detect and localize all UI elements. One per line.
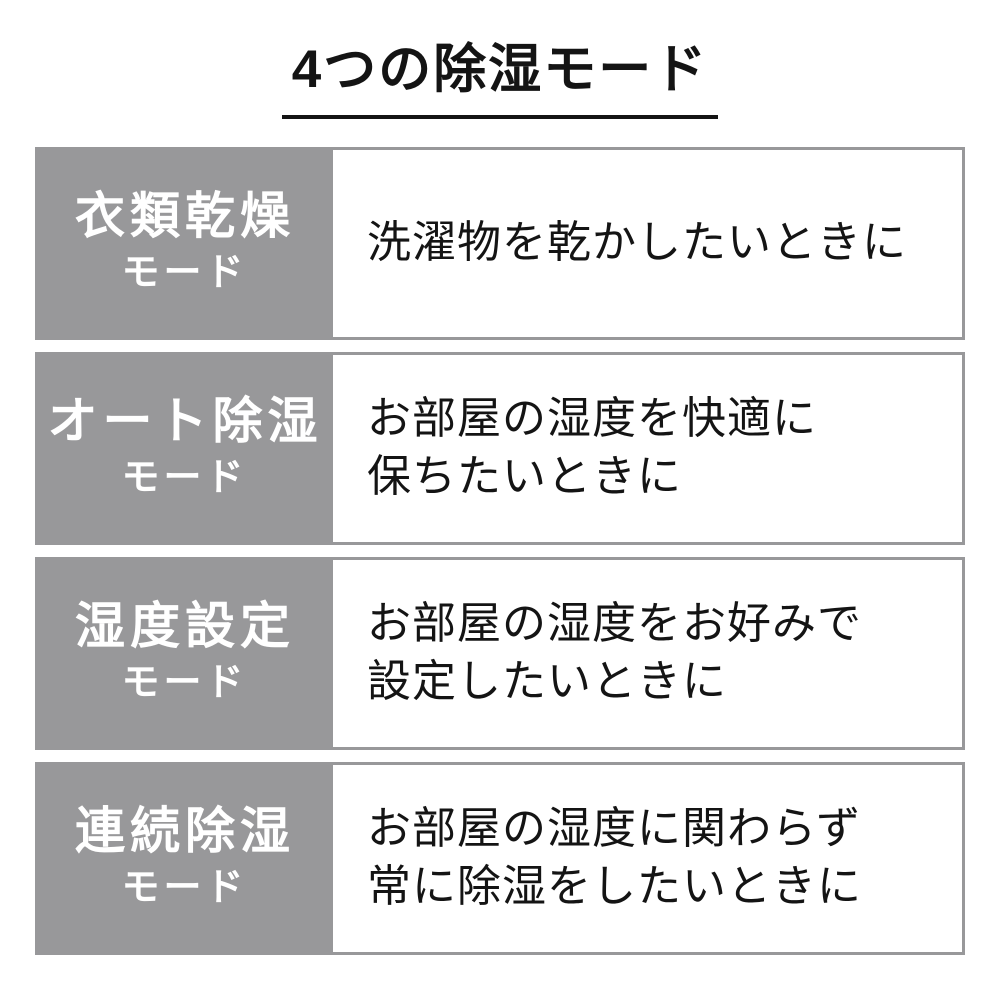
mode-name: 湿度設定 xyxy=(75,597,295,654)
mode-description-box: お部屋の湿度に関わらず 常に除湿をしたいときに xyxy=(330,761,965,955)
mode-table: 衣類乾燥 モード 洗濯物を乾かしたいときに オート除湿 モード お部屋の湿度を快… xyxy=(35,146,965,955)
mode-name: オート除湿 xyxy=(47,392,323,449)
mode-description: お部屋の湿度を快適に 保ちたいときに xyxy=(367,394,817,502)
page-title: 4つの除湿モード xyxy=(281,36,719,119)
title-wrap: 4つの除湿モード xyxy=(0,0,1000,119)
mode-description-box: お部屋の湿度を快適に 保ちたいときに xyxy=(330,351,965,545)
mode-description: 洗濯物を乾かしたいときに xyxy=(367,218,907,268)
mode-name-suffix: モード xyxy=(121,662,248,705)
mode-description-box: 洗濯物を乾かしたいときに xyxy=(330,146,965,340)
mode-label-continuous-dehumidify: 連続除湿 モード xyxy=(35,761,330,955)
mode-row-auto-dehumidify: オート除湿 モード お部屋の湿度を快適に 保ちたいときに xyxy=(35,351,965,545)
mode-label-clothes-drying: 衣類乾燥 モード xyxy=(35,146,330,340)
mode-description: お部屋の湿度をお好みで 設定したいときに xyxy=(367,599,862,707)
mode-description: お部屋の湿度に関わらず 常に除湿をしたいときに xyxy=(367,804,862,912)
mode-name: 衣類乾燥 xyxy=(75,187,295,244)
mode-row-clothes-drying: 衣類乾燥 モード 洗濯物を乾かしたいときに xyxy=(35,146,965,340)
mode-label-auto-dehumidify: オート除湿 モード xyxy=(35,351,330,545)
mode-name-suffix: モード xyxy=(121,457,248,500)
mode-name: 連続除湿 xyxy=(75,802,295,859)
mode-row-continuous-dehumidify: 連続除湿 モード お部屋の湿度に関わらず 常に除湿をしたいときに xyxy=(35,761,965,955)
mode-name-suffix: モード xyxy=(121,252,248,295)
mode-label-humidity-setting: 湿度設定 モード xyxy=(35,556,330,750)
mode-name-suffix: モード xyxy=(121,867,248,910)
mode-description-box: お部屋の湿度をお好みで 設定したいときに xyxy=(330,556,965,750)
mode-row-humidity-setting: 湿度設定 モード お部屋の湿度をお好みで 設定したいときに xyxy=(35,556,965,750)
